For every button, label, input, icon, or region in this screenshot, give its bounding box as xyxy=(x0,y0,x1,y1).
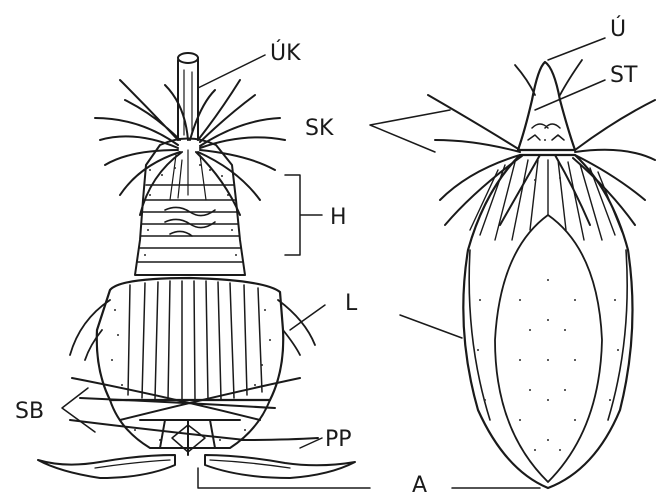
label-st: ST xyxy=(610,63,638,88)
label-pp: PP xyxy=(325,427,352,452)
label-sk: SK xyxy=(305,116,334,141)
left-lorica xyxy=(70,278,315,455)
label-u: Ú xyxy=(610,16,626,42)
label-uk: ÚK xyxy=(270,40,301,66)
label-l: L xyxy=(345,291,358,316)
right-leaders xyxy=(370,38,605,488)
left-head-bristles xyxy=(95,80,285,215)
labels: ÚK SK H L SB PP A Ú ST xyxy=(15,16,638,493)
left-head xyxy=(135,139,245,276)
label-h: H xyxy=(330,205,347,230)
right-organism xyxy=(370,38,655,488)
label-a: A xyxy=(412,473,427,493)
label-sb: SB xyxy=(15,399,44,424)
right-lorica xyxy=(463,155,632,488)
right-bristles xyxy=(428,95,655,225)
